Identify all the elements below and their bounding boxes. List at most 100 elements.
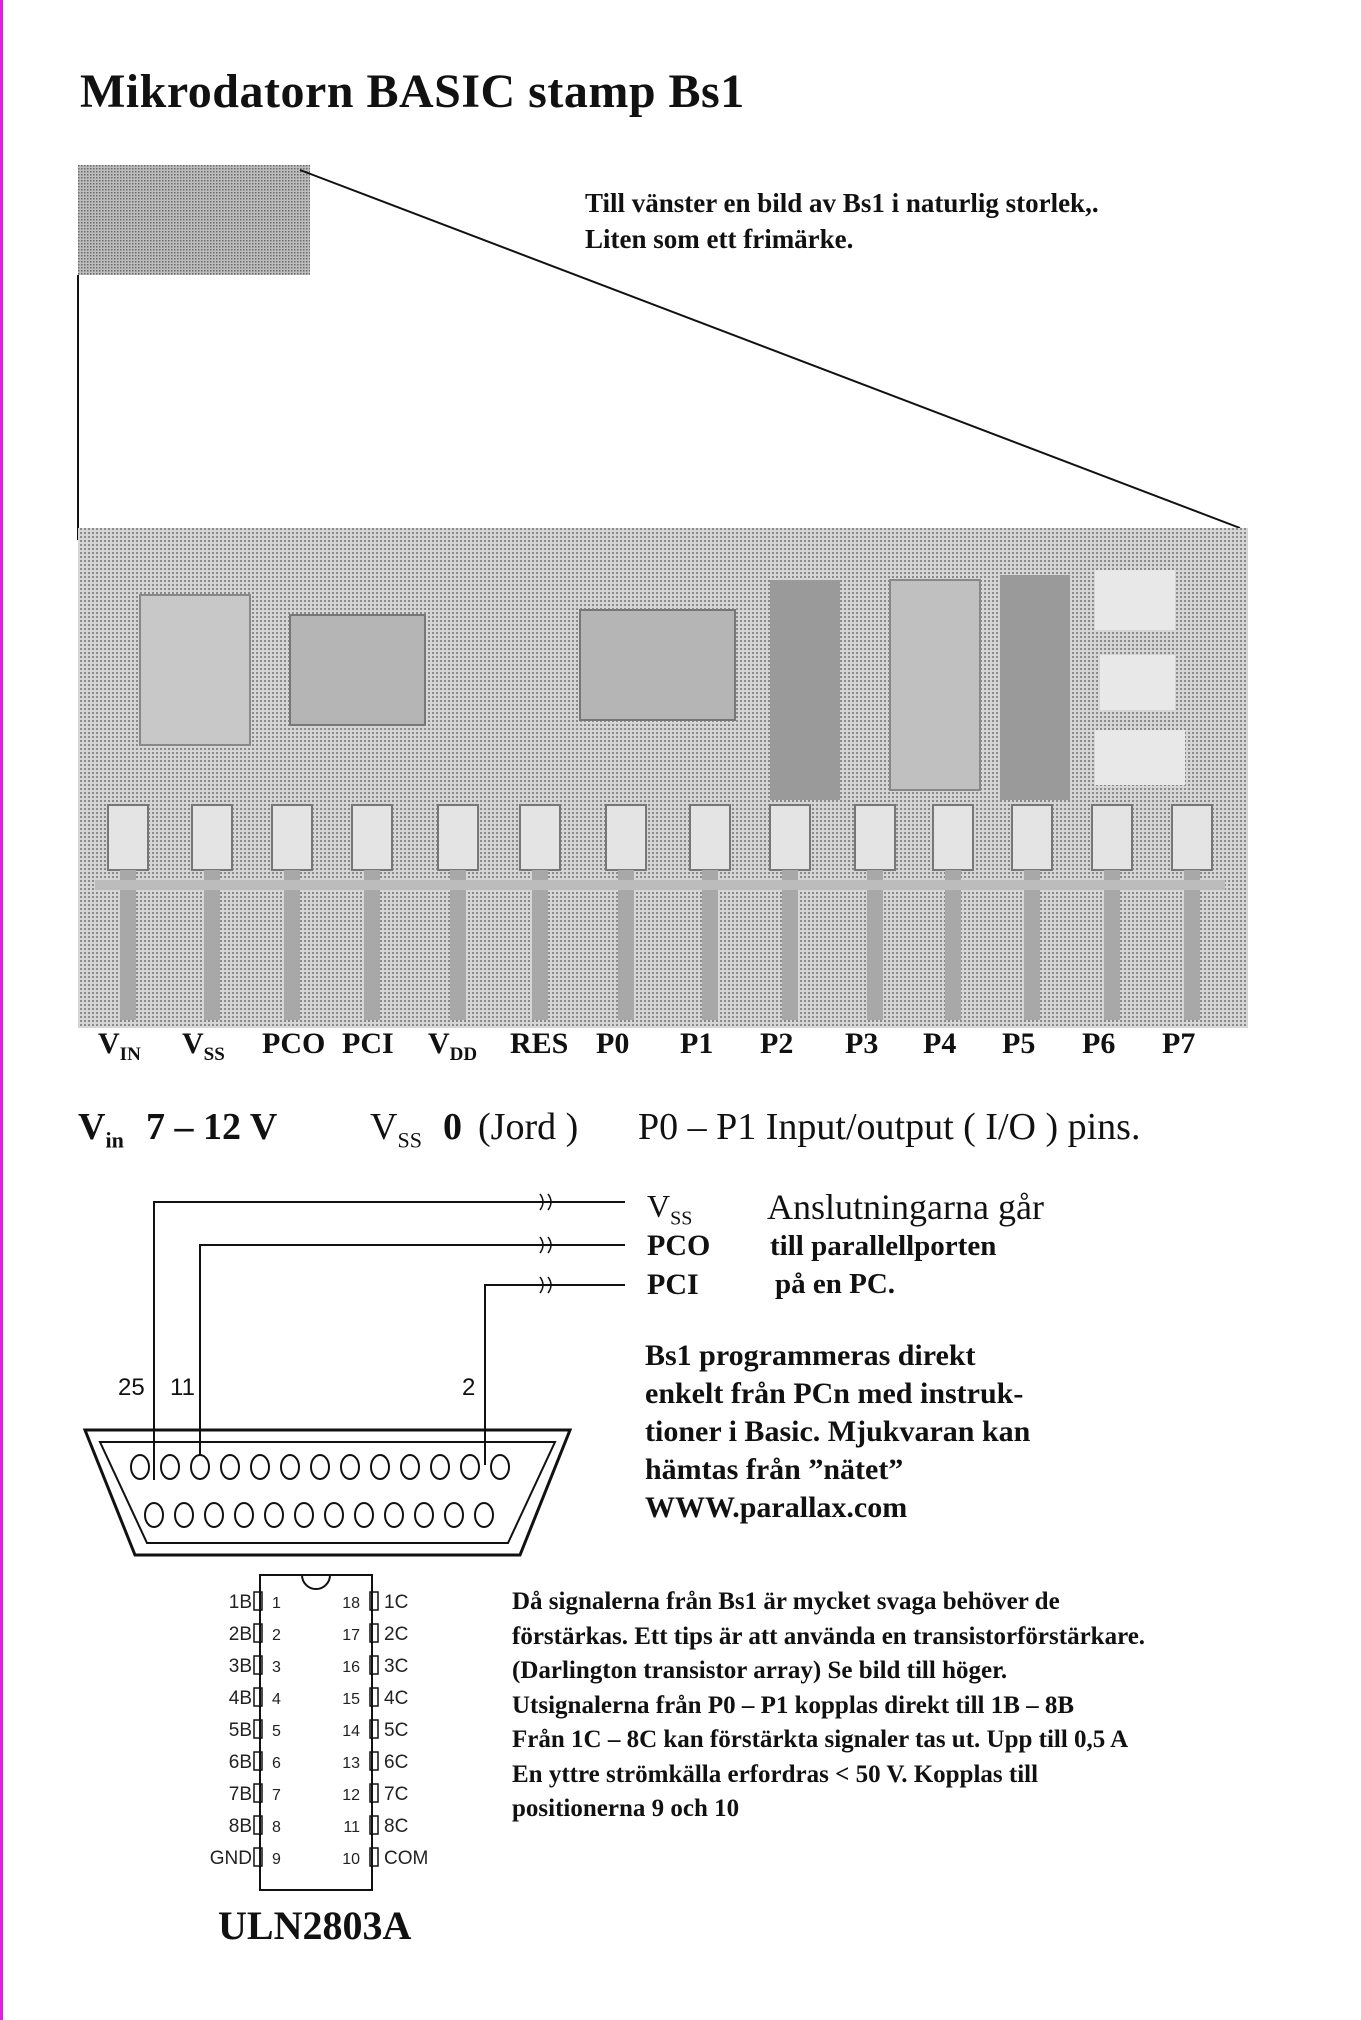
small-module-thumbnail [78,165,310,275]
module-pin-leg-12 [1024,870,1040,1020]
db25-pin-top-8 [340,1454,360,1480]
chip-left-pin-6 [253,1751,263,1771]
pin-label-4: PCI [342,1027,394,1060]
programming-line-1: Bs1 programmeras direkt [645,1339,976,1372]
db25-pin-bottom-4 [234,1502,254,1528]
pin-label-14: P7 [1162,1027,1196,1060]
chip-right-label-6: 6C [384,1752,408,1773]
chip-right-num-1: 18 [342,1595,360,1612]
chip-right-num-6: 13 [342,1755,360,1772]
programming-paragraph: Bs1 programmeras direkt enkelt från PCn m… [645,1337,1030,1527]
module-pin-1 [107,804,149,871]
pin-label-2: VSS [182,1027,225,1065]
amplifier-line-1: Då signalerna från Bs1 är mycket svaga b… [512,1588,1060,1615]
vss-note: (Jord ) [478,1106,579,1148]
vss-value: 0 [443,1106,462,1148]
module-pin-3 [271,804,313,871]
pin-label-11: P4 [923,1027,957,1060]
chip-right-pin-3 [369,1655,379,1675]
chip-left-pin-8 [253,1815,263,1835]
chip-left-pin-1 [253,1591,263,1611]
chip-right-label-1: 1C [384,1592,408,1613]
chip-right-pin-1 [369,1591,379,1611]
module-pin-leg-8 [702,870,718,1020]
chip-left-num-9: 9 [272,1851,281,1868]
chip-right-label-9: COM [384,1848,428,1869]
module-pin-leg-10 [867,870,883,1020]
conn-note-2: till parallellporten [770,1230,997,1262]
amplifier-line-3: (Darlington transistor array) Se bild ti… [512,1657,1008,1684]
db25-pin-top-6 [280,1454,300,1480]
db25-pin-top-2 [160,1454,180,1480]
chip-right-pin-7 [369,1783,379,1803]
module-pin-leg-13 [1104,870,1120,1020]
module-pin-headers [95,804,1225,1020]
chip-left-label-6: 6B [229,1752,252,1773]
chip-left-label-8: 8B [229,1816,252,1837]
chip-right-label-2: 2C [384,1624,408,1645]
db25-label-2: 2 [462,1374,475,1401]
module-pin-2 [191,804,233,871]
chip-right-label-5: 5C [384,1720,408,1741]
module-pin-6 [519,804,561,871]
chip-name: ULN2803A [218,1903,412,1948]
conn-note-3: på en PC. [775,1268,896,1300]
db25-pin-bottom-12 [474,1502,494,1528]
chip-right-num-4: 15 [342,1691,360,1708]
db25-pin-top-4 [220,1454,240,1480]
db25-label-25: 25 [118,1374,145,1401]
amplifier-line-6: En yttre strömkälla erfordras < 50 V. Ko… [512,1760,1039,1788]
conn-pco-label: PCO [647,1229,711,1262]
chip-right-pin-9 [369,1847,379,1867]
chip-left-pin-4 [253,1687,263,1707]
bs1-module-illustration [77,165,1248,1028]
conn-pci-label: PCI [647,1268,699,1301]
db25-pin-bottom-9 [384,1502,404,1528]
module-pin-5 [437,804,479,871]
module-pin-leg-3 [284,870,300,1020]
chip-right-num-9: 10 [342,1851,360,1868]
chip-right-num-3: 16 [342,1659,360,1676]
chip-left-num-1: 1 [272,1595,281,1612]
amplifier-paragraph: Då signalerna från Bs1 är mycket svaga b… [512,1585,1332,1827]
module-pin-leg-9 [782,870,798,1020]
chip-left-label-5: 5B [229,1720,252,1741]
chip-right-pin-5 [369,1719,379,1739]
pin-label-5: VDD [428,1027,478,1065]
db25-pin-bottom-6 [294,1502,314,1528]
chip-right-num-8: 11 [343,1819,360,1836]
module-pin-leg-7 [618,870,634,1020]
db25-pin-top-5 [250,1454,270,1480]
programming-line-2: enkelt från PCn med instruk- [645,1377,1024,1410]
module-pin-7 [605,804,647,871]
programming-line-5: WWW.parallax.com [645,1491,908,1524]
chip-left-pin-2 [253,1623,263,1643]
chip-right-num-5: 14 [342,1723,360,1740]
pin-label-9: P2 [760,1027,794,1060]
module-pin-8 [689,804,731,871]
db25-pin-bottom-11 [444,1502,464,1528]
chip-left-pin-9 [253,1847,263,1867]
pin-label-6: RES [510,1027,569,1060]
module-pin-leg-2 [204,870,220,1020]
module-pin-13 [1091,804,1133,871]
module-board [78,528,1248,1028]
chip-left-label-2: 2B [229,1624,252,1645]
module-pin-leg-11 [945,870,961,1020]
module-pin-10 [854,804,896,871]
spec-line: Vin 7 – 12 V VSS 0 (Jord ) P0 – P1 Input… [78,1105,1278,1157]
db25-pins [130,1454,510,1528]
chip-right-pin-6 [369,1751,379,1771]
pin-label-3: PCO [262,1027,326,1060]
vin-range: 7 – 12 V [146,1106,278,1148]
caption-line-1: Till vänster en bild av Bs1 i naturlig s… [585,188,1099,218]
db25-pin-top-12 [460,1454,480,1480]
caption-line-2: Liten som ett frimärke. [585,224,854,254]
module-pin-leg-1 [120,870,136,1020]
module-pin-leg-6 [532,870,548,1020]
module-pin-12 [1011,804,1053,871]
db25-pin-top-1 [130,1454,150,1480]
chip-left-label-3: 3B [229,1656,252,1677]
db25-label-11: 11 [170,1374,195,1401]
